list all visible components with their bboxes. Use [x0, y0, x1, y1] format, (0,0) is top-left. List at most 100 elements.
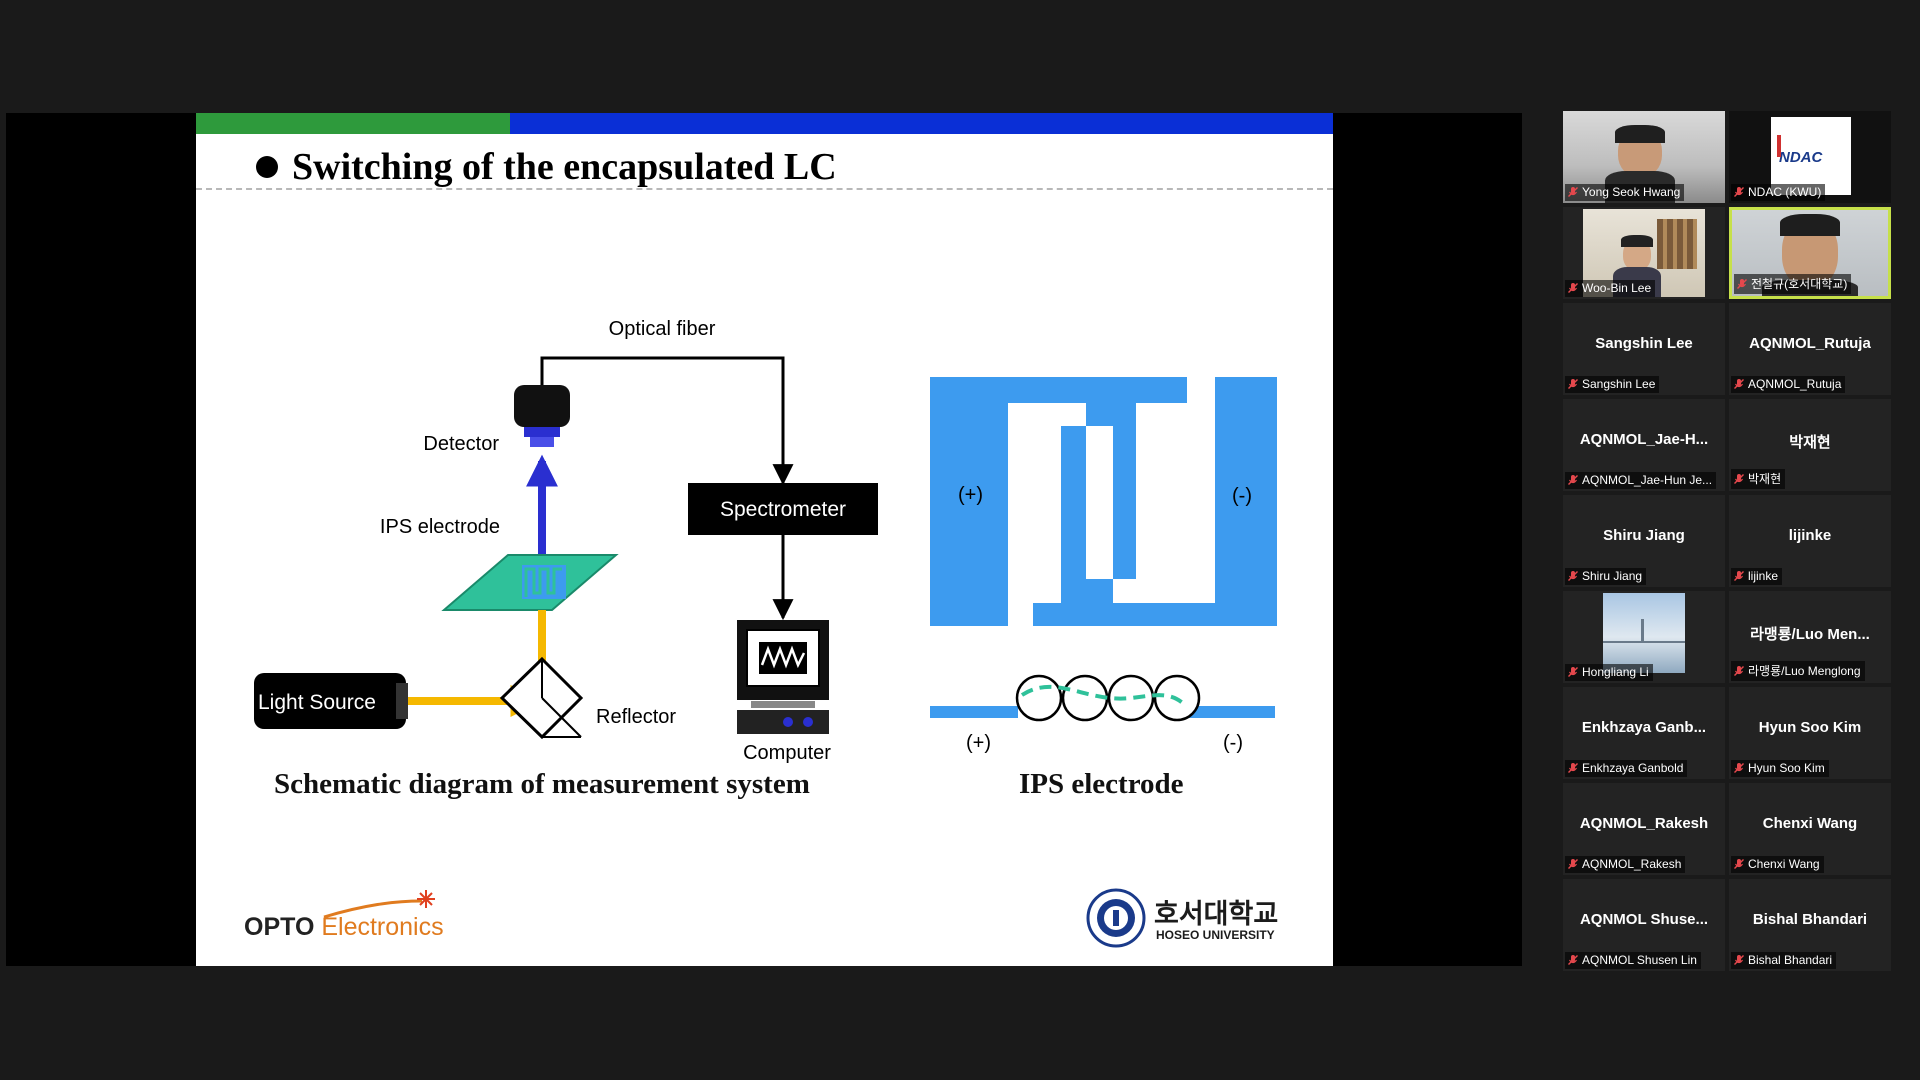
mic-muted-icon — [1568, 475, 1578, 485]
participant-name-label: Hongliang Li — [1565, 664, 1653, 681]
participant-name-label: Bishal Bhandari — [1731, 952, 1837, 969]
participant-name-text: Chenxi Wang — [1748, 857, 1820, 871]
participant-name-label: Shiru Jiang — [1565, 568, 1647, 585]
participant-tile[interactable]: 라맹룡/Luo Men...라맹룡/Luo Menglong — [1729, 591, 1891, 683]
participant-name-text: 박재현 — [1748, 472, 1782, 486]
participant-tile[interactable]: AQNMOL_Jae-H... AQNMOL_Jae-Hun Je... — [1563, 399, 1725, 491]
mic-muted-icon — [1568, 955, 1578, 965]
participant-name-text: Hyun Soo Kim — [1748, 761, 1825, 775]
detector-icon — [514, 385, 570, 447]
mic-muted-icon — [1568, 283, 1578, 293]
participant-tile[interactable]: AQNMOL Shuse...AQNMOL Shusen Lin — [1563, 879, 1725, 971]
participant-name-text: NDAC (KWU) — [1748, 185, 1822, 199]
participant-name-label: Sangshin Lee — [1565, 376, 1660, 393]
mic-muted-icon — [1734, 187, 1744, 197]
participant-display-name: Hyun Soo Kim — [1758, 719, 1862, 736]
participant-name-label: AQNMOL_Rakesh — [1565, 856, 1686, 873]
reflector-label: Reflector — [596, 706, 676, 728]
participant-display-name: Shiru Jiang — [1603, 527, 1685, 544]
mic-muted-icon — [1734, 571, 1744, 581]
slide-header-bar-blue — [510, 113, 1333, 134]
detector-label: Detector — [423, 433, 499, 455]
participant-name-label: AQNMOL_Jae-Hun Je... — [1565, 472, 1717, 489]
participant-name-label: 박재현 — [1731, 469, 1786, 489]
opto-swoosh-icon — [323, 890, 435, 919]
participant-name-text: Yong Seok Hwang — [1582, 185, 1681, 199]
slide-title: Switching of the encapsulated LC — [256, 145, 837, 189]
caption-measurement-system: Schematic diagram of measurement system — [274, 768, 810, 800]
participant-video — [1603, 593, 1685, 673]
light-source-icon — [254, 673, 408, 729]
participant-name-label: Chenxi Wang — [1731, 856, 1824, 873]
participant-name-text: Enkhzaya Ganbold — [1582, 761, 1684, 775]
shared-screen: Switching of the encapsulated LC Optical… — [6, 113, 1522, 966]
participant-name-text: AQNMOL_Rakesh — [1582, 857, 1682, 871]
optical-fiber-line — [540, 356, 794, 486]
ips-electrode-cross-section — [930, 674, 1275, 722]
mic-muted-icon — [1568, 187, 1578, 197]
participant-name-text: AQNMOL Shusen Lin — [1582, 953, 1697, 967]
participant-name-label: AQNMOL_Rutuja — [1731, 376, 1846, 393]
opto-electronics-logo: OPTO Electronics — [244, 883, 484, 953]
participant-display-name: Sangshin Lee — [1595, 335, 1693, 352]
ips-electrode-label: IPS electrode — [380, 516, 500, 538]
slide-header-bar-green — [196, 113, 510, 134]
participant-name-text: Hongliang Li — [1582, 665, 1649, 679]
presentation-slide: Switching of the encapsulated LC Optical… — [196, 113, 1333, 966]
electrode-minus-label: (-) — [1232, 485, 1252, 507]
bullet-icon — [256, 156, 278, 178]
participant-name-text: 전철규(호서대학교) — [1751, 277, 1848, 291]
electrode-plus-label-bottom: (+) — [966, 732, 991, 754]
participant-name-text: Sangshin Lee — [1582, 377, 1656, 391]
participant-name-label: lijinke — [1731, 568, 1783, 585]
participant-tile[interactable]: Yong Seok Hwang — [1563, 111, 1725, 203]
participant-name-text: AQNMOL_Jae-Hun Je... — [1582, 473, 1713, 487]
participant-display-name: AQNMOL_Jae-H... — [1579, 431, 1709, 448]
participant-name-label: 전철규(호서대학교) — [1734, 274, 1852, 294]
participant-tile[interactable]: 전철규(호서대학교) — [1729, 207, 1891, 299]
light-source-label: Light Source — [258, 691, 376, 714]
optical-fiber-label: Optical fiber — [609, 318, 716, 340]
participant-display-name: 박재현 — [1789, 434, 1831, 451]
hoseo-english-name: HOSEO UNIVERSITY — [1156, 928, 1275, 942]
participant-display-name: AQNMOL_Rakesh — [1579, 815, 1709, 832]
mic-muted-icon — [1734, 859, 1744, 869]
hoseo-korean-name: 호서대학교 — [1154, 899, 1279, 929]
ips-electrode-top-view — [930, 377, 1277, 627]
opto-logo-text-1: OPTO — [244, 913, 315, 941]
mic-muted-icon — [1734, 665, 1744, 676]
participant-name-label: Enkhzaya Ganbold — [1565, 760, 1688, 777]
spectrometer-box — [688, 483, 878, 535]
participant-tile[interactable]: Woo-Bin Lee — [1563, 207, 1725, 299]
mic-muted-icon — [1568, 859, 1578, 869]
mic-muted-icon — [1734, 955, 1744, 965]
university-seal-icon — [1086, 888, 1146, 948]
participant-name-label: Yong Seok Hwang — [1565, 184, 1685, 201]
participant-tile[interactable]: Hongliang Li — [1563, 591, 1725, 683]
participant-tile[interactable]: Enkhzaya Ganb... Enkhzaya Ganbold — [1563, 687, 1725, 779]
hoseo-university-logo: 호서대학교 HOSEO UNIVERSITY — [1086, 888, 1286, 952]
mic-muted-icon — [1734, 473, 1744, 484]
title-divider — [196, 188, 1333, 190]
participant-name-text: Woo-Bin Lee — [1582, 281, 1652, 295]
participant-display-name: Chenxi Wang — [1762, 815, 1858, 832]
participant-display-name: AQNMOL_Rutuja — [1749, 335, 1871, 352]
participant-name-label: AQNMOL Shusen Lin — [1565, 952, 1701, 969]
participant-name-text: Bishal Bhandari — [1748, 953, 1833, 967]
participant-name-text: AQNMOL_Rutuja — [1748, 377, 1842, 391]
mic-muted-icon — [1568, 379, 1578, 389]
computer-icon — [737, 620, 829, 734]
participant-display-name: Enkhzaya Ganb... — [1581, 719, 1707, 736]
participant-name-text: lijinke — [1748, 569, 1779, 583]
mic-muted-icon — [1734, 379, 1744, 389]
